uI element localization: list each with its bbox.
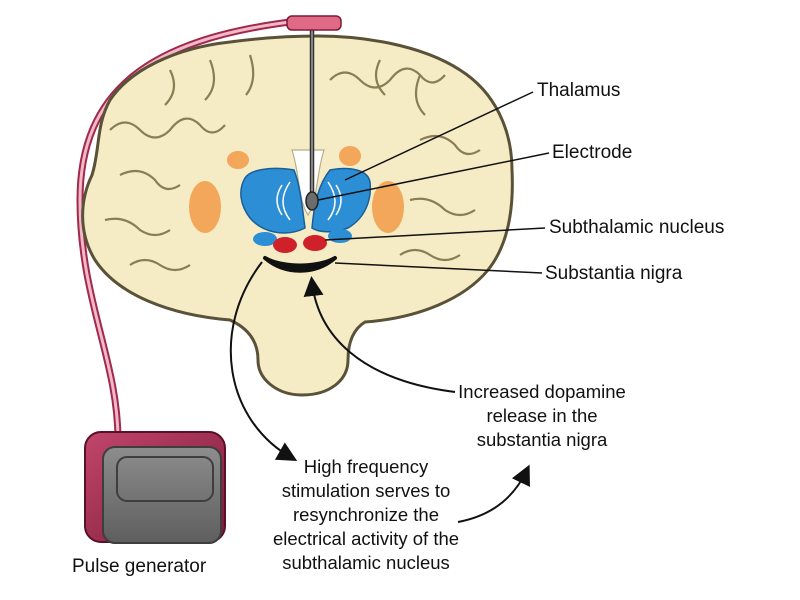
dopamine-line: substantia nigra — [476, 429, 608, 450]
electrode-pointer — [317, 152, 550, 201]
subthalamic-nucleus-left — [273, 237, 297, 253]
pulse-generator — [84, 431, 226, 544]
ventricle — [291, 149, 325, 217]
caudate-left — [227, 151, 249, 169]
cortex-folds — [104, 54, 481, 272]
caudate-right — [339, 146, 361, 166]
stimulation-line: High frequency — [303, 456, 429, 477]
subthalamic-blue-left — [253, 232, 277, 246]
subthalamic-nucleus-label: Subthalamic nucleus — [549, 217, 725, 238]
stimulation-explanation: High frequency stimulation serves to res… — [258, 455, 474, 575]
thalamus-label: Thalamus — [537, 80, 621, 101]
subthalamic-blue-right — [328, 229, 352, 243]
brain-coronal-section — [81, 34, 514, 397]
subthalamic-nucleus-right — [303, 235, 327, 251]
putamen-left — [189, 181, 221, 233]
pulse-generator-label: Pulse generator — [72, 556, 207, 577]
stimulation-arrow-down — [229, 261, 298, 461]
dopamine-arrow — [303, 276, 456, 393]
dopamine-line: Increased dopamine — [458, 381, 626, 402]
substantia-nigra-label: Substantia nigra — [545, 263, 683, 284]
stimulation-line: stimulation serves to — [281, 480, 451, 501]
pulse-generator-window — [116, 456, 214, 502]
subthalamic-pointer — [324, 227, 546, 241]
lead-wire-highlight — [78, 20, 292, 442]
putamen-right — [372, 181, 404, 233]
electrode-label: Electrode — [552, 142, 633, 163]
dopamine-line: release in the — [486, 405, 598, 426]
stimulation-line: electrical activity of the — [272, 528, 460, 549]
electrode-connector — [286, 15, 342, 31]
thalamus-pointer — [344, 91, 534, 181]
stimulation-line: resynchronize the — [292, 504, 440, 525]
substantia-nigra — [263, 256, 337, 273]
electrode-tip — [305, 191, 319, 211]
pulse-generator-face — [102, 446, 222, 544]
substantia-nigra-pointer — [334, 262, 543, 274]
stimulation-arrow-up — [457, 464, 530, 523]
stimulation-line: subthalamic nucleus — [282, 552, 450, 573]
dopamine-explanation: Increased dopamine release in the substa… — [447, 380, 637, 452]
thalamus-arcs — [276, 181, 342, 221]
